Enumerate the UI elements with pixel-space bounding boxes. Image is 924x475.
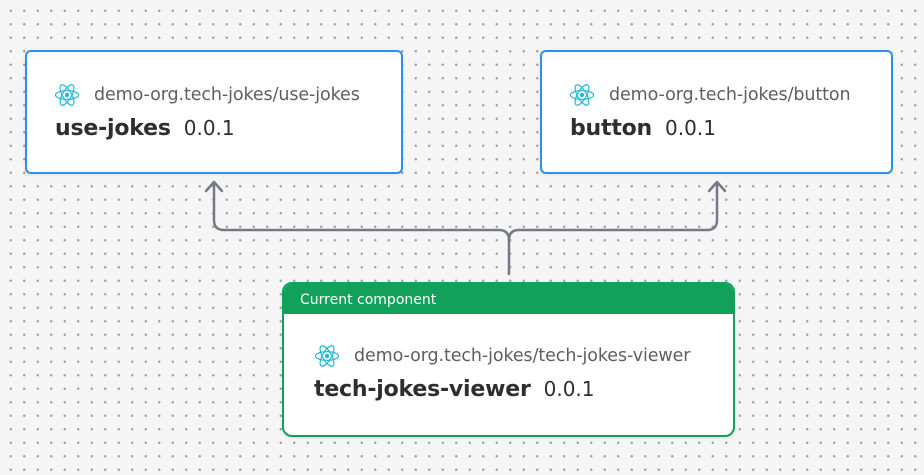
react-icon [54,84,80,106]
node-use-jokes[interactable]: demo-org.tech-jokes/use-jokes use-jokes … [25,50,403,174]
component-version: 0.0.1 [543,377,595,401]
component-id: demo-org.tech-jokes/use-jokes [94,85,360,105]
react-icon [569,84,595,106]
component-name: button [570,116,653,141]
react-icon [314,345,340,367]
edge-to-button [507,182,719,242]
component-id: demo-org.tech-jokes/tech-jokes-viewer [354,346,691,366]
component-name-row: use-jokes 0.0.1 [55,116,235,141]
component-version: 0.0.1 [665,116,716,140]
component-id: demo-org.tech-jokes/button [609,85,851,105]
arrowhead-use-jokes [204,180,224,193]
component-version: 0.0.1 [183,116,235,140]
current-component-label: Current component [284,284,733,314]
component-id-row: demo-org.tech-jokes/button [569,82,851,108]
component-id-row: demo-org.tech-jokes/tech-jokes-viewer [314,343,691,369]
component-name-row: tech-jokes-viewer 0.0.1 [314,377,595,402]
component-id-row: demo-org.tech-jokes/use-jokes [54,82,360,108]
node-current-component[interactable]: Current component demo-org.tech-jokes/te… [282,282,735,437]
arrowhead-button [707,180,727,193]
component-name: tech-jokes-viewer [314,377,531,402]
node-button[interactable]: demo-org.tech-jokes/button button 0.0.1 [540,50,893,174]
component-name-row: button 0.0.1 [570,116,716,141]
edge-to-use-jokes [212,182,511,276]
component-name: use-jokes [55,116,171,141]
